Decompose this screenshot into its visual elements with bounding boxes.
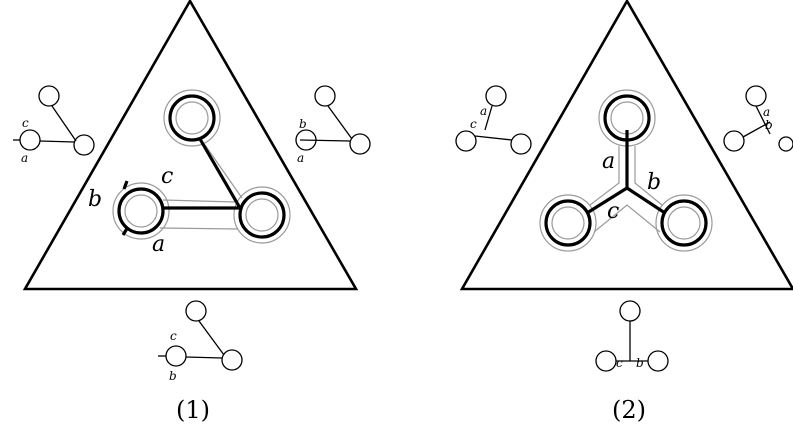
panel-1-corner-bottom: c b <box>158 300 243 383</box>
panel-2-caption: (2) <box>612 396 646 424</box>
panel-2-label-c: c <box>607 199 619 224</box>
panel-2-left-circle <box>544 199 592 247</box>
panel-2: a b c a c a b <box>455 0 793 424</box>
panel-2-label-b: b <box>647 170 661 195</box>
panel-2-right-label-1: a <box>763 105 770 119</box>
panel-1-bottom-label-1: c <box>170 329 177 343</box>
panel-2-edge-b <box>626 186 666 215</box>
panel-2-right-label-2: b <box>765 118 773 132</box>
panel-2-left-label-2: c <box>470 117 477 131</box>
panel-1-right-circle <box>238 191 286 239</box>
panel-1-label-c: c <box>161 164 173 189</box>
panel-2-triangle <box>459 0 793 291</box>
panel-1-graph <box>117 94 286 239</box>
panel-2-left-label-1: a <box>480 104 487 118</box>
panel-2-gray-outline <box>539 89 713 252</box>
panel-2-graph <box>544 94 708 247</box>
panel-1-right-label-2: a <box>297 151 304 165</box>
panel-1-gray-outline <box>112 89 291 244</box>
panel-1-right-label-1: b <box>299 117 307 131</box>
panel-1-top-circle <box>168 94 216 142</box>
panel-1-label-b: b <box>88 187 102 212</box>
panel-2-right-circle <box>660 199 708 247</box>
panel-1-corner-right: b a <box>295 85 371 165</box>
panel-1-left-circle <box>117 187 165 235</box>
panel-2-corner-right: a b <box>723 85 793 152</box>
panel-1-left-label-2: a <box>21 151 28 165</box>
panel-1-corner-left: c a <box>13 85 95 165</box>
panel-1-triangle <box>22 0 359 291</box>
panel-2-corner-left: a c <box>455 85 532 155</box>
panel-1-caption: (1) <box>176 396 210 424</box>
panel-2-bottom-label-1: c <box>616 356 623 370</box>
panel-2-label-a: a <box>602 149 615 174</box>
panel-2-corner-bottom: c b <box>595 300 669 372</box>
panel-2-edge-c <box>586 186 628 215</box>
panel-1-edge-top <box>198 138 242 209</box>
panel-1: c b a c a b a <box>13 0 371 424</box>
panel-1-label-a: a <box>152 232 165 257</box>
panel-2-bottom-label-2: b <box>636 356 644 370</box>
panel-1-left-label-1: c <box>22 116 29 130</box>
panel-1-bottom-label-2: b <box>169 369 177 383</box>
